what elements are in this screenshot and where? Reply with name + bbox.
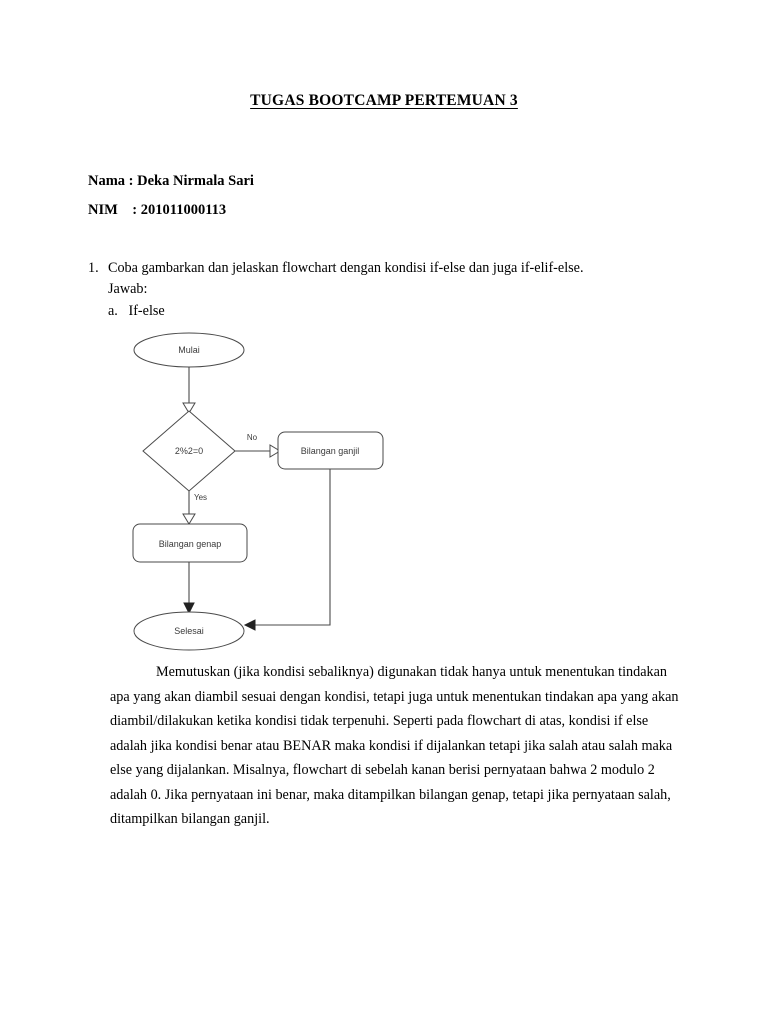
edge-label-no: No bbox=[247, 433, 258, 442]
explanation-paragraph: Memutuskan (jika kondisi sebaliknya) dig… bbox=[110, 660, 682, 832]
question-text: Coba gambarkan dan jelaskan flowchart de… bbox=[108, 260, 584, 297]
flowchart-node-true-branch-shape bbox=[132, 523, 248, 563]
arrowhead-false-to-end bbox=[243, 619, 256, 631]
arrowhead-start-to-decision bbox=[182, 402, 196, 414]
question-number: 1. bbox=[88, 260, 99, 276]
flowchart-node-false-branch-label: Bilangan ganjil bbox=[301, 446, 360, 456]
question-block: 1. Coba gambarkan dan jelaskan flowchart… bbox=[88, 258, 618, 322]
identity-block: Nama : Deka Nirmala Sari NIM : 201011000… bbox=[88, 167, 254, 225]
student-nim-line: NIM : 201011000113 bbox=[88, 202, 227, 218]
edge-label-yes: Yes bbox=[194, 493, 207, 502]
arrowhead-decision-to-false bbox=[269, 444, 281, 458]
flowchart-node-start-label: Mulai bbox=[178, 345, 200, 355]
student-name-line: Nama : Deka Nirmala Sari bbox=[88, 173, 254, 189]
paragraph-text: Memutuskan (jika kondisi sebaliknya) dig… bbox=[110, 664, 679, 827]
arrowhead-decision-to-true bbox=[182, 513, 196, 525]
flowchart-if-else: Mulai 2%2=0 No Bilangan ganjil Yes Bilan… bbox=[120, 325, 410, 655]
flowchart-node-decision-label: 2%2=0 bbox=[175, 446, 203, 456]
page-title: TUGAS BOOTCAMP PERTEMUAN 3 bbox=[250, 92, 518, 109]
edge-false-to-end bbox=[255, 469, 331, 626]
flowchart-node-end-shape bbox=[133, 611, 245, 651]
question-sub-item-a: a. If-else bbox=[108, 303, 165, 319]
flowchart-node-true-branch-label: Bilangan genap bbox=[159, 539, 222, 549]
flowchart-node-end-label: Selesai bbox=[174, 626, 204, 636]
arrowhead-true-to-end bbox=[183, 602, 195, 615]
